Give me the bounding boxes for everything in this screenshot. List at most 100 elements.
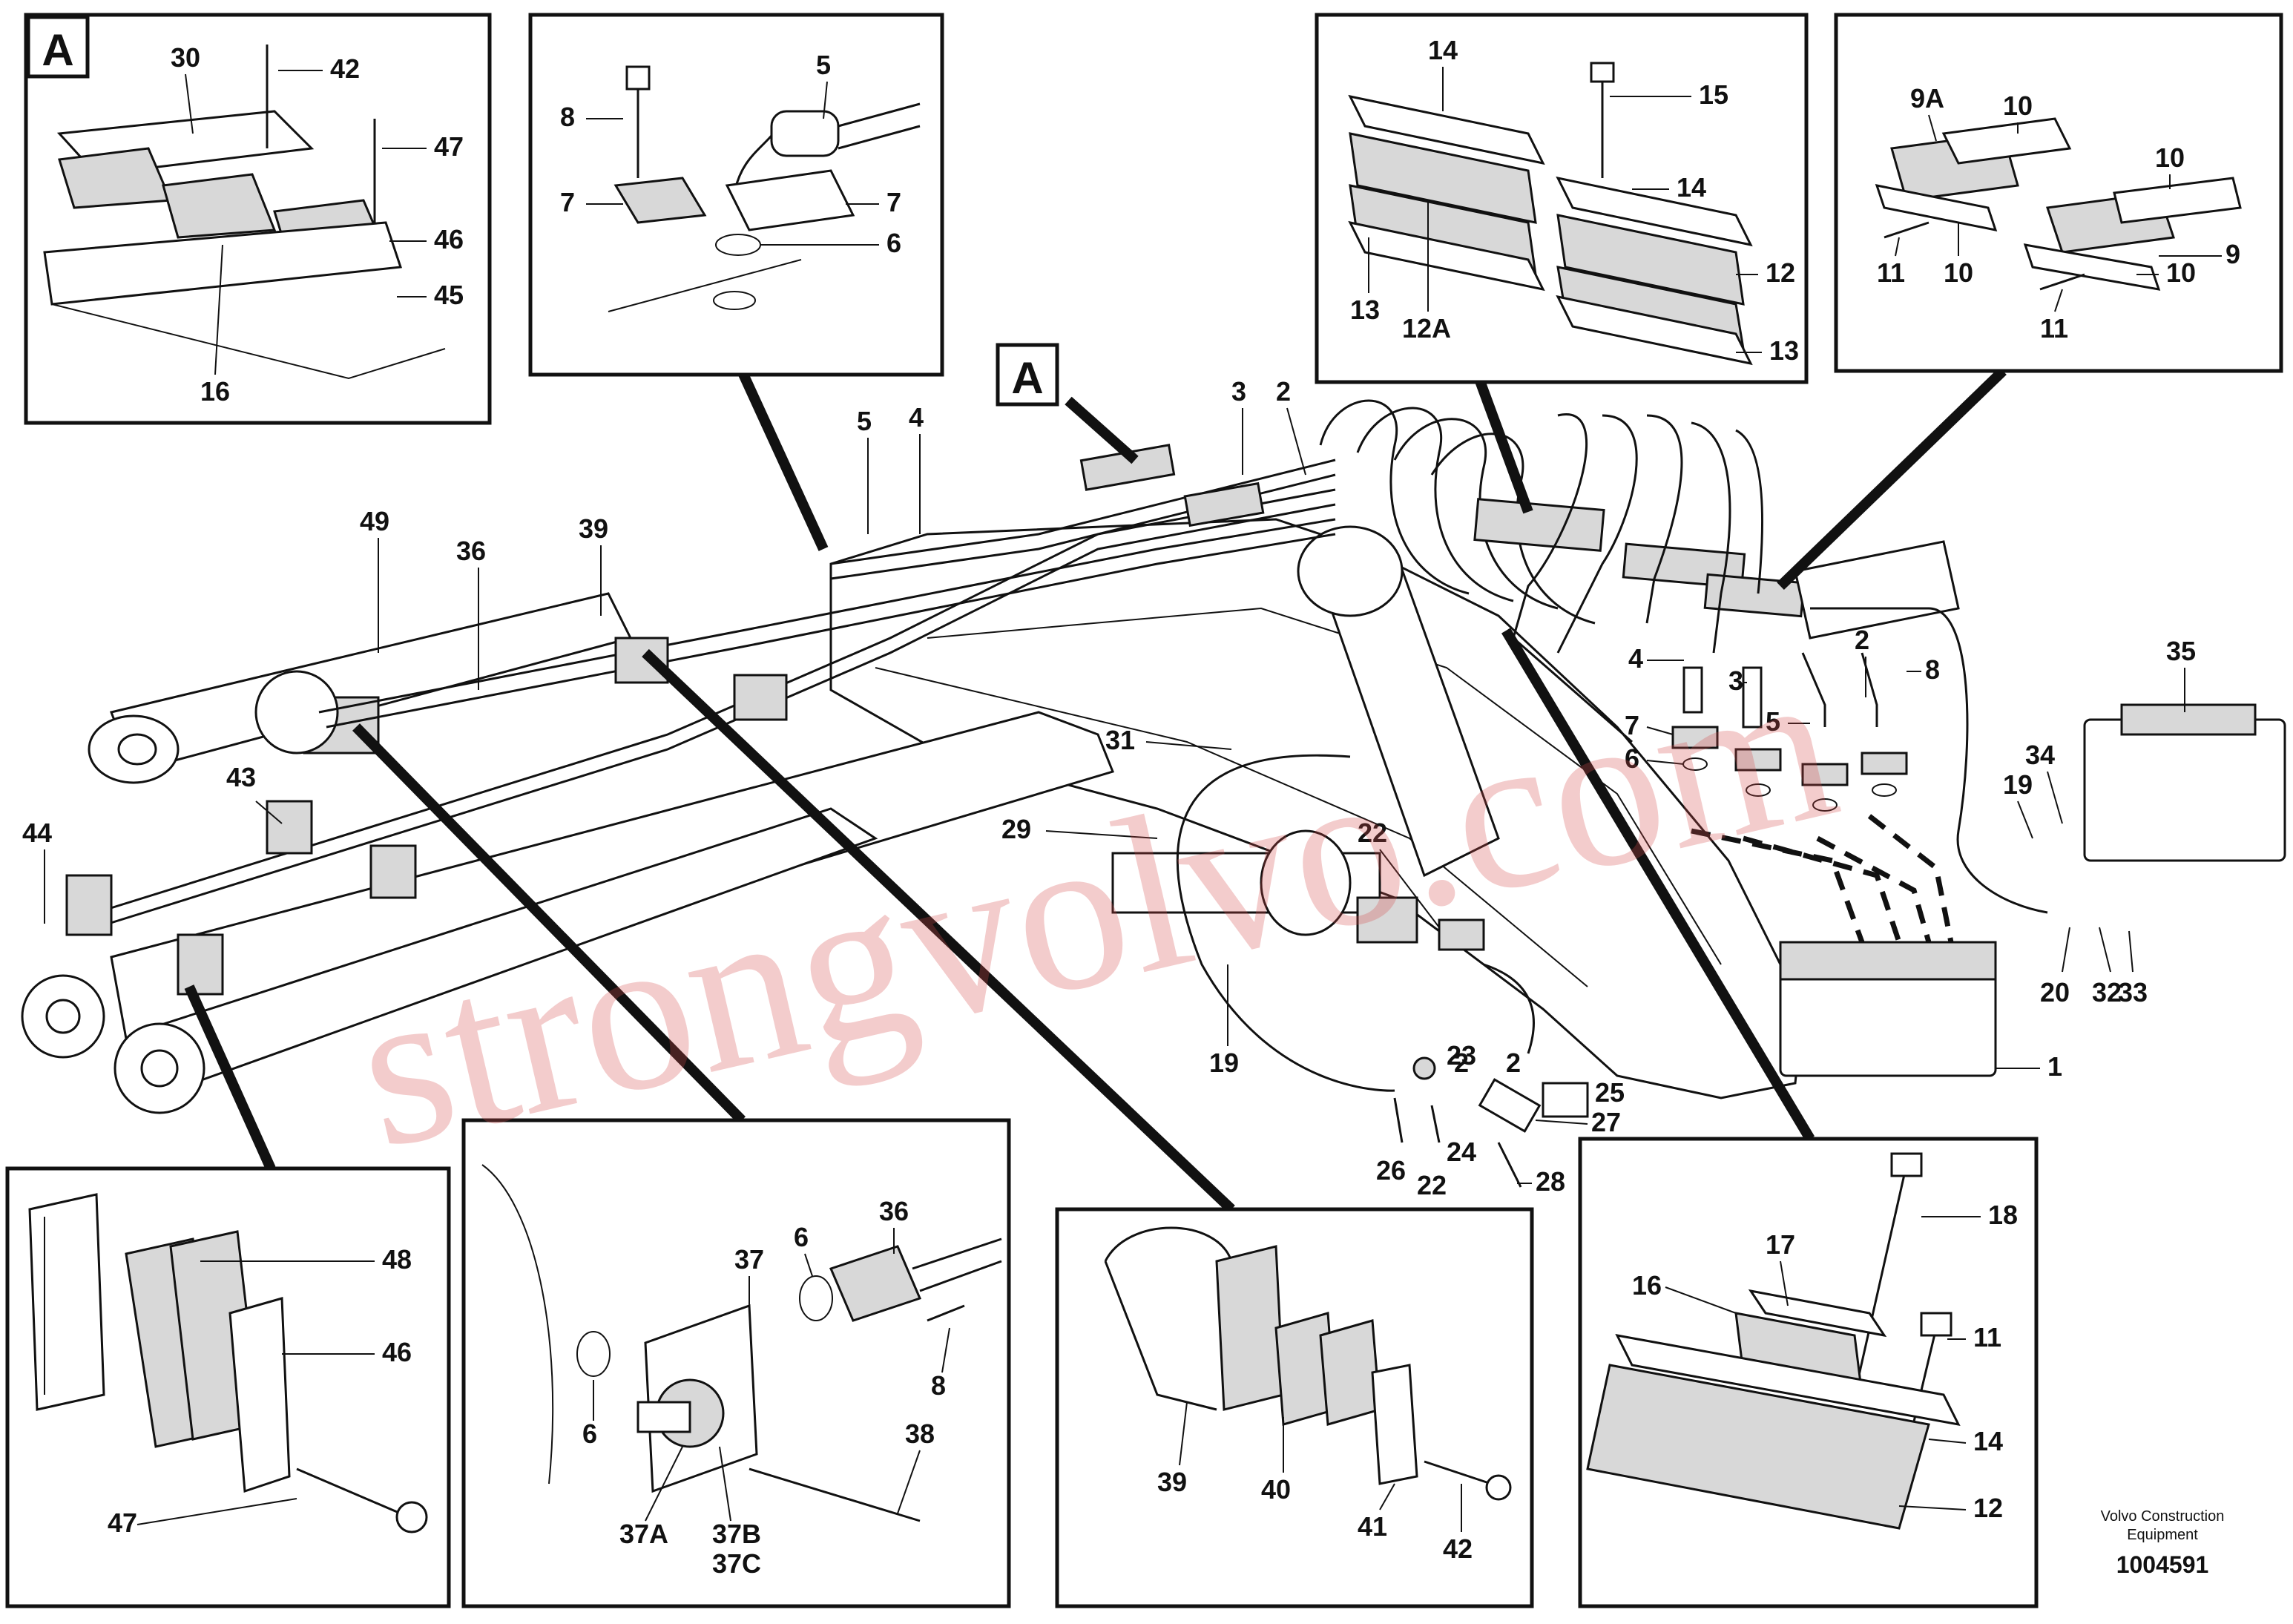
hose-bundle-1 (318, 518, 1336, 714)
callout-label: 39 (1157, 1467, 1187, 1497)
detail-box-4: 9A 10 10 11 10 10 9 11 (1834, 13, 2283, 373)
detail-box-7: 39 40 41 42 (1055, 1207, 1534, 1608)
callout-label: 13 (1350, 295, 1380, 325)
callout-label: 47 (434, 131, 464, 162)
leader-d4 (1777, 366, 2007, 591)
sleeve-25 (1542, 1082, 1589, 1118)
hose-loop-2 (1356, 407, 1514, 602)
callout-label: 4 (909, 402, 924, 433)
callout-label: 38 (905, 1418, 935, 1449)
control-valve-35 (2083, 718, 2286, 862)
cylinder-eye-hole (117, 733, 157, 766)
oring-6c (1812, 798, 1838, 812)
callout-label: 14 (1973, 1426, 2003, 1456)
flange-7b (1734, 748, 1782, 772)
detail-box-6: 37 6 36 8 6 37A 37B 37C 38 (461, 1118, 1011, 1608)
callout-label: 37C (712, 1548, 761, 1579)
hose-loop-1 (1319, 399, 1470, 595)
callout-label: 12 (1766, 257, 1795, 288)
hose-loop-3 (1393, 418, 1559, 610)
hose-bundle-3 (96, 488, 1336, 914)
marker-a-detail-label: A (42, 25, 73, 75)
callout-label: 22 (1358, 818, 1387, 848)
callout-label: 46 (382, 1337, 412, 1367)
callout-label: 24 (1447, 1137, 1476, 1167)
hose-2-lower (1483, 963, 1535, 1054)
leader-d6 (352, 723, 746, 1124)
callout-label: 39 (579, 513, 608, 544)
callout-label: 31 (1105, 725, 1135, 755)
callout-label: 10 (2166, 257, 2196, 288)
callout-label: 30 (171, 42, 200, 73)
callout-label: 28 (1536, 1166, 1565, 1197)
detail-box-5: 48 46 47 (5, 1166, 451, 1608)
hydraulic-tank (1794, 540, 1960, 640)
hose-drop-2 (1556, 414, 1638, 654)
callout-label: 8 (1925, 654, 1940, 685)
callout-label: 29 (1001, 814, 1031, 844)
callout-label: 22 (1417, 1170, 1447, 1200)
hose-clamp-7 (177, 933, 224, 996)
hose-19-right (1810, 607, 2048, 914)
hose-bundle-2 (326, 533, 1336, 729)
callout-label: 15 (1699, 79, 1728, 110)
callout-label: 3 (1728, 665, 1743, 696)
callout-label: 35 (2166, 636, 2196, 666)
control-valve-1-top (1779, 941, 1997, 981)
callout-label: 2 (1276, 376, 1291, 407)
fitting-2-elbow (1861, 652, 1878, 727)
pivot-pin-left-inner (45, 999, 81, 1034)
callout-label: 10 (2003, 91, 2033, 121)
callout-label: 42 (1443, 1533, 1473, 1564)
leader-d2 (737, 369, 829, 551)
flange-7d (1861, 752, 1908, 775)
callout-label: 8 (931, 1370, 946, 1401)
fitting-4 (1682, 666, 1703, 714)
callout-label: 27 (1591, 1107, 1621, 1137)
callout-label: 19 (1209, 1048, 1239, 1078)
callout-label: 5 (1766, 706, 1780, 737)
callout-label: 1 (2047, 1051, 2062, 1082)
callout-label: 8 (560, 102, 575, 132)
callout-label: 14 (1428, 35, 1458, 65)
callout-label: 11 (1973, 1322, 2001, 1352)
pivot-pin-right-inner (140, 1049, 179, 1088)
callout-label: 20 (2040, 977, 2070, 1007)
callout-label: 7 (560, 187, 575, 217)
hose-19-loop (1176, 754, 1395, 1092)
callout-label: 44 (22, 818, 52, 848)
callout-label: 6 (794, 1222, 809, 1252)
cylinder-head-flange (254, 670, 339, 755)
arm-cylinder-end (1260, 829, 1352, 936)
callout-label: 2 (1454, 1048, 1469, 1078)
callout-label: 17 (1766, 1229, 1795, 1260)
boom-inner-line-2 (875, 667, 1588, 987)
leader-d3 (1471, 369, 1533, 514)
callout-label: 7 (1625, 710, 1639, 740)
callout-label: 2 (1855, 625, 1869, 655)
oring-6d (1872, 783, 1897, 797)
hose-drop-5 (1735, 429, 1764, 594)
fitting-23 (1412, 1056, 1436, 1080)
callout-label: 10 (2155, 142, 2185, 173)
hose-bundle-4 (96, 503, 1336, 929)
callout-label: 33 (2118, 977, 2148, 1007)
hose-clamp-8 (65, 874, 113, 936)
oring-6b (1746, 783, 1771, 797)
dashed-route-1 (1691, 828, 1865, 944)
callout-label: 36 (456, 536, 486, 566)
detail-leader-lines (184, 366, 2007, 1214)
callout-label: 11 (1877, 257, 1905, 288)
callout-label: 25 (1595, 1077, 1625, 1108)
main-callout-labels: 49 36 39 5 4 3 2 43 44 31 29 22 19 35 34… (22, 376, 2196, 1200)
flange-7c (1801, 763, 1849, 786)
arm-cylinder-block (1356, 896, 1418, 944)
callout-label: 12 (1973, 1493, 2003, 1523)
leader-d5 (184, 984, 276, 1171)
bucket-cylinder-top (1297, 525, 1404, 617)
callout-label: 32 (2092, 977, 2122, 1007)
callout-label: 46 (434, 224, 464, 254)
callout-label: 34 (2025, 740, 2055, 770)
callout-label: 13 (1769, 335, 1799, 366)
